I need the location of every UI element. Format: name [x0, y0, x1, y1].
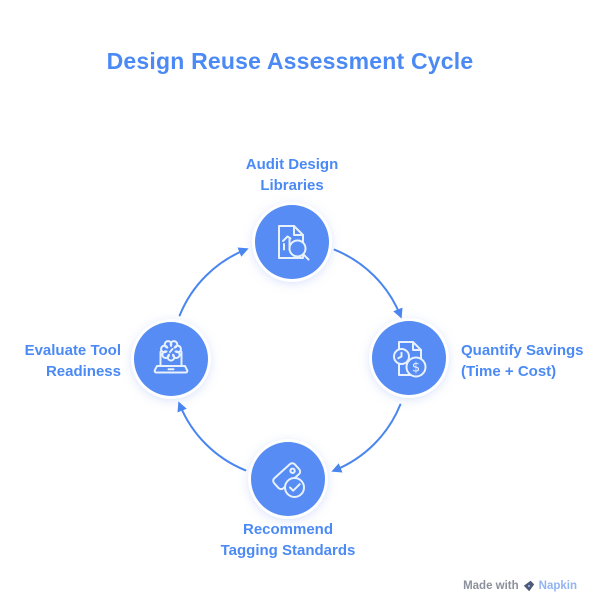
- document-clock-dollar-icon: $: [393, 341, 427, 378]
- arrow-bottom-to-left: [177, 401, 247, 472]
- label-line: (Time + Cost): [461, 363, 557, 380]
- dollar-glyph: $: [412, 361, 420, 376]
- node-label-evaluate-tool-readiness: Evaluate Tool Readiness: [0, 340, 121, 382]
- node-circle-evaluate-tool-readiness: [134, 322, 208, 396]
- laptop-gear-icon: [153, 340, 189, 374]
- watermark-text: Made with: [463, 580, 519, 592]
- label-line: Readiness: [45, 363, 121, 380]
- label-line: Tagging Standards: [220, 542, 356, 559]
- node-label-audit-design-libraries: Audit Design Libraries: [192, 154, 392, 196]
- document-chart-magnifier-icon: [278, 225, 310, 261]
- label-line: Libraries: [260, 177, 324, 194]
- node-label-quantify-savings: Quantify Savings (Time + Cost): [461, 340, 596, 382]
- node-circle-quantify-savings: $: [372, 321, 446, 395]
- node-circle-recommend-tagging-standards: [251, 442, 325, 516]
- label-line: Quantify Savings: [461, 342, 584, 359]
- watermark: Made with Napkin: [463, 580, 577, 592]
- arrow-top-to-right: [333, 248, 403, 319]
- tag-checkmark-icon: [272, 462, 305, 498]
- arrow-left-to-top: [178, 247, 249, 317]
- napkin-pen-icon: [523, 580, 534, 592]
- label-line: Recommend: [242, 521, 334, 538]
- arrow-right-to-bottom: [331, 403, 402, 473]
- label-line: Audit Design: [245, 156, 339, 173]
- node-circle-audit-design-libraries: [255, 205, 329, 279]
- label-line: Evaluate Tool: [24, 342, 121, 359]
- diagram-title: Design Reuse Assessment Cycle: [106, 48, 474, 74]
- watermark-brand: Napkin: [538, 580, 577, 592]
- node-label-recommend-tagging-standards: Recommend Tagging Standards: [168, 519, 408, 561]
